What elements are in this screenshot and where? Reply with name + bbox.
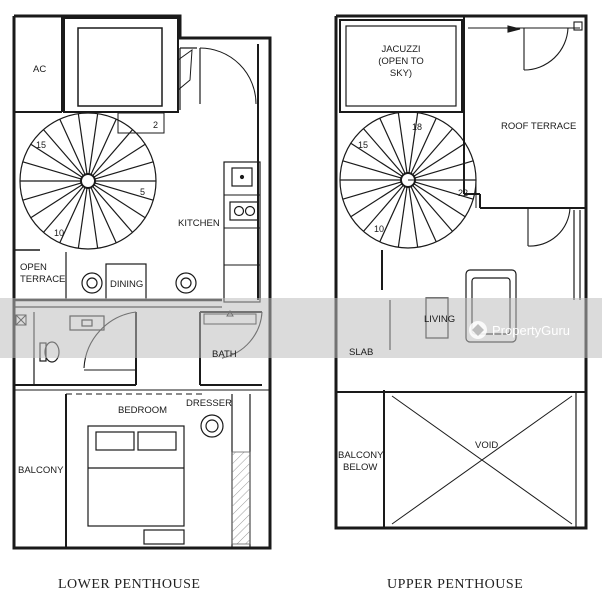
living-walls bbox=[336, 250, 586, 528]
label-bedroom: BEDROOM bbox=[118, 405, 167, 416]
stair-tread bbox=[77, 187, 88, 249]
stair-tread bbox=[22, 161, 82, 180]
label-kitchen: KITCHEN bbox=[178, 218, 220, 229]
wardrobe bbox=[231, 451, 251, 545]
stair-tread bbox=[363, 128, 404, 176]
stair-tread bbox=[342, 181, 402, 200]
label-balcony-below-2: BELOW bbox=[343, 462, 377, 473]
stair-tread bbox=[43, 129, 84, 177]
label-slab: SLAB bbox=[349, 347, 373, 358]
stair-tread bbox=[412, 128, 453, 176]
stair-num-18: 18 bbox=[412, 122, 422, 132]
lower-penthouse-caption: LOWER PENTHOUSE bbox=[58, 577, 201, 592]
roof-terrace-walls bbox=[463, 16, 586, 209]
stair-tread bbox=[90, 187, 117, 244]
stair-tread bbox=[350, 142, 403, 177]
roof-terrace-door bbox=[507, 21, 583, 71]
stair-tread bbox=[414, 181, 474, 200]
living-room-door bbox=[527, 207, 581, 300]
stair-tread bbox=[59, 187, 86, 244]
stair-tread bbox=[77, 113, 88, 175]
stair-tread bbox=[94, 161, 154, 180]
stair-num-22: 22 bbox=[458, 188, 468, 198]
label-living: LIVING bbox=[424, 314, 455, 325]
label-jacuzzi-3: SKY) bbox=[390, 68, 412, 79]
label-bath: BATH bbox=[212, 349, 237, 360]
stair-tread bbox=[397, 112, 408, 174]
stair-tread bbox=[410, 186, 437, 243]
stair-tread bbox=[93, 143, 146, 178]
stair-num-15: 15 bbox=[36, 140, 46, 150]
stair-tread bbox=[43, 185, 84, 233]
stair-tread bbox=[30, 143, 83, 178]
stair-tread bbox=[408, 186, 419, 248]
label-void: VOID bbox=[475, 440, 498, 451]
upper-penthouse-caption: UPPER PENTHOUSE bbox=[387, 577, 524, 592]
stair-tread bbox=[59, 118, 86, 175]
entry-door bbox=[177, 47, 257, 110]
stair-tread bbox=[363, 184, 404, 232]
stair-tread bbox=[414, 160, 474, 179]
stair-num-5: 5 bbox=[140, 187, 145, 197]
stair-num-10-upper: 10 bbox=[374, 224, 384, 234]
stair-tread bbox=[412, 184, 453, 232]
stair-tread bbox=[350, 183, 403, 218]
bed bbox=[87, 425, 185, 527]
watermark-text: PropertyGuru bbox=[492, 323, 570, 338]
stair-tread bbox=[413, 183, 466, 218]
stair-tread bbox=[410, 117, 437, 174]
ac-room bbox=[14, 16, 63, 113]
lift-shaft bbox=[63, 17, 179, 113]
label-jacuzzi-2: (OPEN TO bbox=[378, 56, 424, 67]
label-jacuzzi-1: JACUZZI bbox=[381, 44, 420, 55]
stair-tread bbox=[92, 185, 133, 233]
stair-num-10: 10 bbox=[54, 228, 64, 238]
stair-tread bbox=[88, 187, 99, 249]
stair-tread bbox=[30, 184, 83, 219]
stair-num-2: 2 bbox=[153, 120, 158, 130]
highlight-band bbox=[0, 298, 602, 358]
label-open-terrace-1: OPEN bbox=[20, 262, 47, 273]
bedroom-balcony-edge bbox=[14, 389, 270, 545]
stair-tread bbox=[94, 182, 154, 201]
label-dresser: DRESSER bbox=[186, 398, 232, 409]
sink-icon bbox=[231, 167, 253, 187]
bedroom-walls bbox=[65, 393, 251, 548]
upper-spiral-staircase bbox=[339, 111, 477, 249]
label-roof-terrace: ROOF TERRACE bbox=[501, 121, 576, 132]
dresser-stool bbox=[200, 414, 224, 438]
watermark-logo: PropertyGuru bbox=[469, 321, 570, 339]
label-dining: DINING bbox=[110, 279, 143, 290]
label-balcony-below-1: BALCONY bbox=[338, 450, 384, 461]
stair-tread bbox=[397, 186, 408, 248]
label-ac: AC bbox=[33, 64, 46, 75]
stair-tread bbox=[379, 186, 406, 243]
stair-tread bbox=[342, 160, 402, 179]
stair-tread bbox=[408, 112, 419, 174]
kitchen-walls bbox=[223, 44, 261, 303]
stair-tread bbox=[379, 117, 406, 174]
lower-spiral-staircase bbox=[19, 112, 165, 250]
stair-num-15-upper: 15 bbox=[358, 140, 368, 150]
stair-tread bbox=[22, 182, 82, 201]
cooktop-icon bbox=[229, 201, 259, 221]
label-balcony: BALCONY bbox=[18, 465, 64, 476]
stair-tread bbox=[90, 118, 117, 175]
lower-outer-walls bbox=[12, 14, 272, 550]
stair-tread bbox=[92, 129, 133, 177]
void-area bbox=[391, 395, 573, 525]
label-open-terrace-2: TERRACE bbox=[20, 274, 65, 285]
stair-tread bbox=[88, 113, 99, 175]
stair-tread bbox=[93, 184, 146, 219]
stair-tread bbox=[413, 142, 466, 177]
